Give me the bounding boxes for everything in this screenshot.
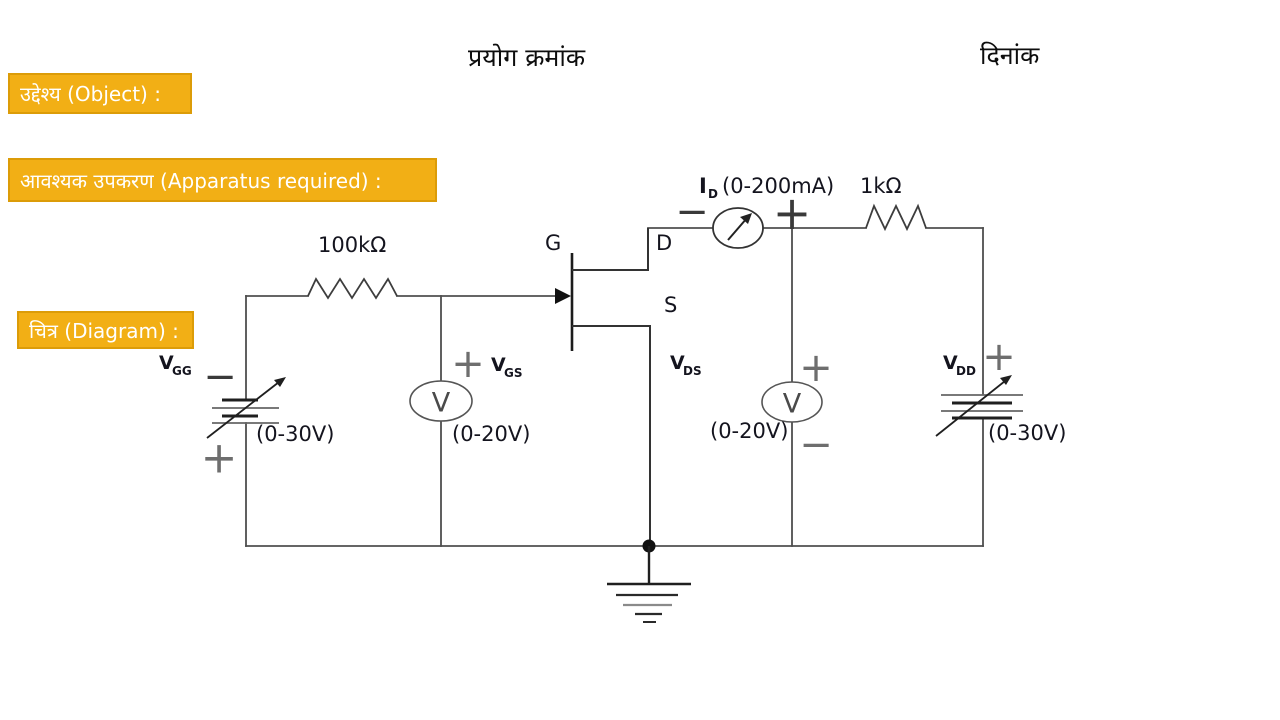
drain-resistor-zigzag [865, 203, 927, 232]
wires [245, 227, 984, 547]
drain-voltmeter-plus-sign: + [799, 345, 833, 391]
drain-voltmeter: V [761, 381, 823, 423]
jfet-drain-label: D [656, 231, 672, 255]
ammeter-name-subscript: D [708, 187, 718, 201]
gate-supply-range-label: (0-30V) [256, 422, 334, 446]
ammeter-plus-sign: + [773, 186, 812, 240]
gate-voltmeter-name-subscript: GS [504, 366, 523, 380]
gate-voltmeter-name-label: V [491, 354, 506, 376]
section-diagram-label: चित्र (Diagram) : [29, 318, 179, 343]
gate-supply-name-subscript: GG [172, 364, 192, 378]
variable-arrowhead-icon [1000, 375, 1012, 385]
ammeter [712, 207, 764, 249]
gate-resistor-zigzag [307, 277, 398, 300]
gate-supply-plus-sign: + [201, 433, 238, 484]
gate-voltmeter: V [409, 380, 473, 422]
drain-voltmeter-glyph: V [783, 389, 802, 420]
gate-voltmeter-body [409, 380, 473, 422]
drain-supply-plus-sign: + [982, 334, 1016, 380]
gate-resistor-label: 100kΩ [318, 233, 386, 257]
ammeter-name-label: I [699, 174, 707, 198]
gate-supply-name-label: V [159, 352, 174, 374]
gate-voltmeter-plus-sign: + [451, 341, 485, 387]
ammeter-needle-icon [727, 217, 748, 241]
drain-voltmeter-range-label: (0-20V) [710, 419, 788, 443]
drain-supply-name-subscript: DD [956, 364, 976, 378]
drain-voltmeter-minus-sign: − [799, 422, 833, 468]
variable-arrow-shaft [935, 380, 1006, 437]
jfet-symbol [555, 228, 651, 546]
variable-arrow-shaft [206, 381, 280, 439]
ammeter-range-label: (0-200mA) [722, 174, 834, 198]
ground-symbol [607, 539, 691, 623]
drain-supply-battery [935, 375, 1023, 437]
section-diagram-heading: चित्र (Diagram) : [17, 311, 194, 349]
jfet-gate-label: G [545, 231, 561, 255]
gate-voltmeter-range-label: (0-20V) [452, 422, 530, 446]
section-object-label: उद्देश्य (Object) : [20, 82, 161, 106]
drain-voltmeter-name-subscript: DS [683, 364, 702, 378]
jfet-source-lead [572, 325, 651, 546]
ammeter-minus-sign: − [675, 189, 709, 235]
experiment-number-heading: प्रयोग क्रमांक [468, 43, 586, 72]
drain-voltmeter-body [761, 381, 823, 423]
section-apparatus-heading: आवश्यक उपकरण (Apparatus required) : [8, 158, 437, 202]
section-object-heading: उद्देश्य (Object) : [8, 73, 192, 114]
ammeter-needle-arrowhead-icon [740, 213, 752, 224]
drain-voltmeter-name-label: V [670, 352, 685, 374]
date-heading: दिनांक [980, 41, 1040, 70]
drain-resistor-label: 1kΩ [860, 174, 902, 198]
gate-supply-minus-sign: − [203, 354, 237, 400]
jfet-source-label: S [664, 293, 677, 317]
variable-arrowhead-icon [274, 377, 286, 387]
drain-supply-range-label: (0-30V) [988, 421, 1066, 445]
jfet-drain-lead [572, 228, 649, 271]
drain-supply-name-label: V [943, 352, 958, 374]
gate-voltmeter-glyph: V [432, 388, 451, 419]
gate-supply-battery [206, 377, 286, 439]
jfet-gate-arrow-icon [555, 288, 571, 304]
section-apparatus-label: आवश्यक उपकरण (Apparatus required) : [20, 168, 382, 193]
